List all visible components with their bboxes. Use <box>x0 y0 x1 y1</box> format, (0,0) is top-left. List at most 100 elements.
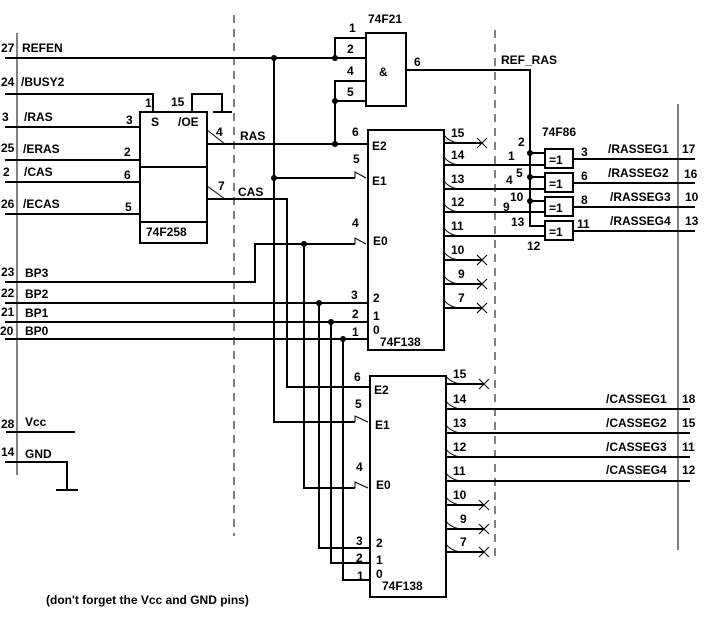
pin-number: 18 <box>682 392 696 406</box>
net-label-cas: CAS <box>238 185 263 199</box>
pin-number: 3 <box>2 110 9 124</box>
pin-label: E2 <box>372 139 387 153</box>
pin-label: E0 <box>373 234 388 248</box>
signal-label-casseg1: /CASSEG1 <box>606 392 667 406</box>
pin-number: 15 <box>682 416 696 430</box>
signal-label-cas: /CAS <box>24 165 53 179</box>
pin-number: 13 <box>511 215 525 229</box>
pin-number: 11 <box>682 440 695 454</box>
output-bend <box>443 275 459 285</box>
pin-number: 6 <box>414 55 421 69</box>
pin-number: 20 <box>0 324 14 338</box>
signal-label-casseg3: /CASSEG3 <box>606 440 667 454</box>
pin-label: 1 <box>373 309 380 323</box>
chip-74f138-lower <box>354 375 447 598</box>
pin-number: 27 <box>1 41 15 55</box>
no-connect-icon <box>476 254 488 266</box>
pin-number: 2 <box>124 145 131 159</box>
pin-number: 16 <box>684 167 698 181</box>
net-label-ras: RAS <box>240 129 265 143</box>
pin-number: 2 <box>347 42 354 56</box>
input-labels: 27 REFEN 24 /BUSY2 3 /RAS 25 /ERAS 2 /CA… <box>0 41 65 461</box>
pin-number: 14 <box>451 148 465 162</box>
pin-number: 2 <box>352 307 359 321</box>
signal-label-bp1: BP1 <box>25 306 49 320</box>
signal-label-bp0: BP0 <box>25 324 49 338</box>
gate-symbol: =1 <box>549 153 563 167</box>
pin-number: 9 <box>458 267 465 281</box>
pin-number: 15 <box>171 95 185 109</box>
pin-number: 12 <box>682 463 696 477</box>
mux-labels: 1 15 S /OE 3 2 6 5 4 RAS 7 CAS 74F258 <box>124 95 265 239</box>
signal-label-rasseg2: /RASSEG2 <box>608 166 669 180</box>
pin-number: 13 <box>451 172 465 186</box>
pin-label: 0 <box>376 567 383 581</box>
footnote: (don't forget the Vcc and GND pins) <box>46 593 249 607</box>
gate-symbol: =1 <box>549 177 563 191</box>
pin-number: 3 <box>351 288 358 302</box>
pin-number: 4 <box>506 173 513 187</box>
no-connect-icon <box>476 278 488 290</box>
pin-number: 10 <box>685 190 699 204</box>
output-bend <box>445 520 461 530</box>
pin-number: 1 <box>357 569 364 583</box>
pin-number: 25 <box>1 141 15 155</box>
pin-label: 1 <box>376 553 383 567</box>
pin-number: 11 <box>453 464 466 478</box>
pin-number: 3 <box>581 145 588 159</box>
pin-number: 7 <box>218 179 225 193</box>
pin-number: 11 <box>451 219 464 233</box>
pin-number: 21 <box>1 305 15 319</box>
pin-number: 4 <box>216 125 223 139</box>
cas-wire <box>207 198 370 388</box>
pin-number: 4 <box>352 216 359 230</box>
pin-number: 1 <box>352 325 359 339</box>
decoder-upper-labels: 6 E2 5 E1 4 E0 3 2 2 1 1 0 74F138 <box>351 125 421 349</box>
pin-number: 1 <box>508 149 515 163</box>
pin-number: 28 <box>1 417 15 431</box>
pin-number: 4 <box>347 64 354 78</box>
chip-name: 74F21 <box>368 12 402 26</box>
pin-number: 12 <box>453 440 467 454</box>
pin-number: 23 <box>1 265 15 279</box>
signal-label-eras: /ERAS <box>23 142 60 156</box>
pin-number: 14 <box>453 392 467 406</box>
pin-number: 17 <box>682 142 696 156</box>
pin-number: 7 <box>460 535 467 549</box>
net-label-ref-ras: REF_RAS <box>501 53 557 67</box>
signal-label-ecas: /ECAS <box>23 197 60 211</box>
pin-number: 10 <box>453 488 467 502</box>
pin-number: 24 <box>1 75 15 89</box>
chip-74f86 <box>544 148 695 241</box>
chip-name: 74F86 <box>542 125 576 139</box>
pin-number: 9 <box>460 512 467 526</box>
no-connect-icon <box>478 499 490 511</box>
pin-label: 2 <box>373 291 380 305</box>
pin-number: 22 <box>1 286 15 300</box>
pin-label: /OE <box>178 115 199 129</box>
pin-number: 4 <box>356 460 363 474</box>
signal-label-rasseg4: /RASSEG4 <box>610 214 671 228</box>
pin-number: 13 <box>453 416 467 430</box>
pin-number: 2 <box>356 551 363 565</box>
xor-labels: 74F86 2 1 5 4 10 9 13 12 =1 =1 =1 =1 3 6… <box>503 125 590 253</box>
pin-number: 12 <box>451 195 465 209</box>
pin-number: 15 <box>453 367 467 381</box>
chip-name: 74F258 <box>146 225 187 239</box>
pin-label: E1 <box>375 418 390 432</box>
signal-label-bp2: BP2 <box>25 287 49 301</box>
bus-wires <box>273 58 370 581</box>
pin-number: 5 <box>125 200 132 214</box>
decoder-lower-labels: 6 E2 5 E1 4 E0 3 2 2 1 1 0 74F138 <box>354 370 423 593</box>
pin-number: 1 <box>145 96 152 110</box>
pin-number: 7 <box>458 291 465 305</box>
pin-number: 6 <box>124 168 131 182</box>
signal-label-rasseg3: /RASSEG3 <box>610 190 671 204</box>
pin-number: 5 <box>353 152 360 166</box>
signal-label-bp3: BP3 <box>25 266 49 280</box>
chip-74f138-upper <box>354 129 445 351</box>
pin-number: 3 <box>356 534 363 548</box>
no-connect-icon <box>478 546 490 558</box>
pin-number: 2 <box>3 165 10 179</box>
